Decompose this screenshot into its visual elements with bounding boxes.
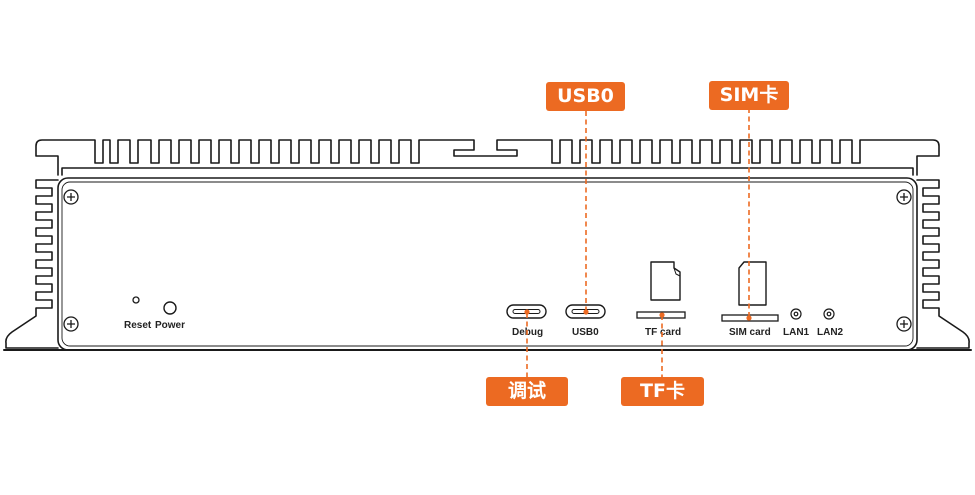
tf-card-icon bbox=[650, 261, 681, 301]
usb0-label: USB0 bbox=[572, 327, 599, 338]
lan1-led bbox=[790, 308, 802, 320]
heatsink-top-fins bbox=[35, 139, 940, 176]
sim-card-icon bbox=[738, 261, 767, 306]
power-label: Power bbox=[155, 320, 185, 331]
tf-card-slot[interactable] bbox=[636, 311, 686, 319]
callout-debug: 调试 bbox=[486, 377, 568, 406]
callout-sim: SIM卡 bbox=[709, 81, 789, 110]
lan1-label: LAN1 bbox=[783, 327, 810, 338]
reset-label: Reset bbox=[124, 320, 152, 331]
lan2-led bbox=[823, 308, 835, 320]
sim-card-slot[interactable] bbox=[721, 314, 779, 322]
reset-button[interactable] bbox=[132, 296, 140, 304]
callout-tf: TF卡 bbox=[621, 377, 704, 406]
lan2-label: LAN2 bbox=[817, 327, 844, 338]
tf-card-label: TF card bbox=[645, 327, 681, 338]
phillips-screw-icon bbox=[63, 189, 912, 332]
heatsink-left-fins bbox=[5, 179, 59, 349]
callout-usb0: USB0 bbox=[546, 82, 625, 111]
sim-card-label: SIM card bbox=[729, 327, 771, 338]
front-panel bbox=[57, 177, 918, 351]
heatsink-right-fins bbox=[916, 179, 970, 349]
power-button[interactable] bbox=[163, 301, 177, 315]
